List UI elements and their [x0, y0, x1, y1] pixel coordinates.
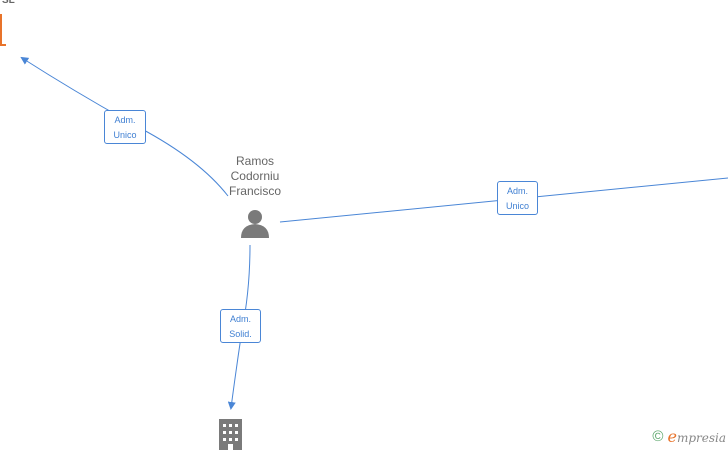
person-name-line-1: Ramos: [235, 154, 274, 168]
brand-logo-initial: e: [667, 427, 677, 446]
edge-label-top-left[interactable]: Adm. Unico: [104, 110, 146, 144]
edge-label-bottom-line-1: Adm.: [229, 314, 251, 324]
person-icon[interactable]: [241, 210, 269, 238]
edge-label-bottom-line-2: Solid.: [229, 329, 252, 339]
copyright-icon: ©: [652, 428, 664, 445]
person-name-label[interactable]: Ramos Codorniu Francisco: [213, 154, 297, 199]
edge-label-right-line-1: Adm.: [506, 186, 528, 196]
brand-logo: empresia: [667, 427, 726, 446]
edge-label-right[interactable]: Adm. Unico: [497, 181, 538, 215]
company-top-left-label: SL: [2, 0, 15, 6]
person-name-line-2: Codorniu: [230, 169, 280, 183]
edge-label-right-line-2: Unico: [505, 201, 529, 211]
person-name-line-3: Francisco: [228, 184, 281, 198]
company-orange-icon[interactable]: [0, 14, 6, 46]
edge-label-bottom[interactable]: Adm. Solid.: [220, 309, 261, 343]
brand-logo-rest: mpresia: [676, 431, 726, 445]
edge-label-top-left-line-1: Adm.: [114, 115, 136, 125]
building-icon[interactable]: [219, 419, 242, 450]
empresia-watermark: © empresia: [652, 427, 726, 446]
edge-label-top-left-line-2: Unico: [113, 130, 137, 140]
